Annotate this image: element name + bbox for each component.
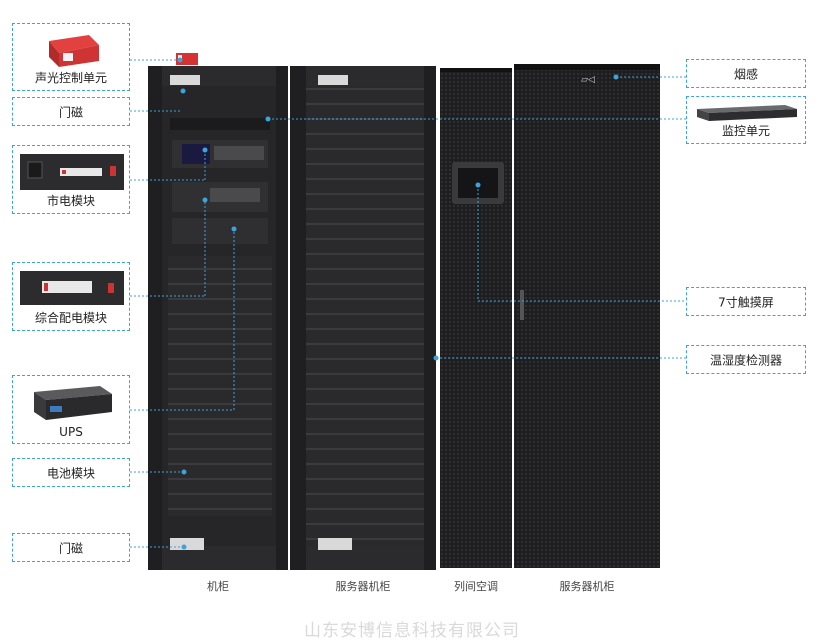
callout-door-sensor-bottom: 门磁 xyxy=(12,533,130,562)
callout-door-sensor-top: 门磁 xyxy=(12,97,130,126)
callout-pdu-module: 综合配电模块 xyxy=(12,262,130,331)
callout-smoke-detector: 烟感 xyxy=(686,59,806,88)
cabinet-server-1 xyxy=(290,66,436,570)
ups-icon xyxy=(34,386,112,420)
callout-label: 7寸触摸屏 xyxy=(718,295,774,309)
callout-label: 监控单元 xyxy=(721,124,770,138)
cabinet-server-2: ▱◁ xyxy=(514,64,660,568)
cabinet-inrow-ac xyxy=(440,68,512,568)
caption-cabinet-inrow-ac: 列间空调 xyxy=(454,580,498,593)
callout-label: 声光控制单元 xyxy=(34,71,107,85)
door-sensor-bottom-device xyxy=(170,538,204,550)
callout-label: 综合配电模块 xyxy=(34,311,107,325)
caption-cabinet-main: 机柜 xyxy=(207,580,229,593)
callout-label: 烟感 xyxy=(733,67,758,81)
door-sensor-top-device xyxy=(170,75,200,85)
alarm-unit-icon xyxy=(49,35,99,67)
connector-lines xyxy=(130,59,686,548)
caption-cabinet-server-2: 服务器机柜 xyxy=(559,580,615,593)
callout-ups: UPS xyxy=(12,375,130,444)
watermark: 山东安博信息科技有限公司 xyxy=(304,621,520,641)
battery-rows xyxy=(168,256,272,516)
callout-label: UPS xyxy=(59,425,83,439)
cabinet-main xyxy=(148,53,288,570)
callout-label: 温湿度检测器 xyxy=(709,353,782,367)
callout-label: 电池模块 xyxy=(46,466,95,480)
caption-cabinet-server-1: 服务器机柜 xyxy=(335,580,391,593)
callout-mains-module: 市电模块 xyxy=(12,145,130,214)
callout-monitor-unit: 监控单元 xyxy=(686,96,806,144)
callout-touchscreen: 7寸触摸屏 xyxy=(686,287,806,316)
mains-module-icon xyxy=(20,154,124,190)
svg-text:▱◁: ▱◁ xyxy=(581,75,595,85)
callout-temp-humidity: 温湿度检测器 xyxy=(686,345,806,374)
callout-label: 门磁 xyxy=(58,541,83,555)
pdu-module-icon xyxy=(20,271,124,305)
callout-battery-module: 电池模块 xyxy=(12,458,130,487)
callout-label: 门磁 xyxy=(58,105,83,119)
callout-label: 市电模块 xyxy=(46,194,95,208)
monitor-unit-icon xyxy=(697,105,797,121)
callout-acousto-optic-alarm: 声光控制单元 xyxy=(12,23,130,91)
